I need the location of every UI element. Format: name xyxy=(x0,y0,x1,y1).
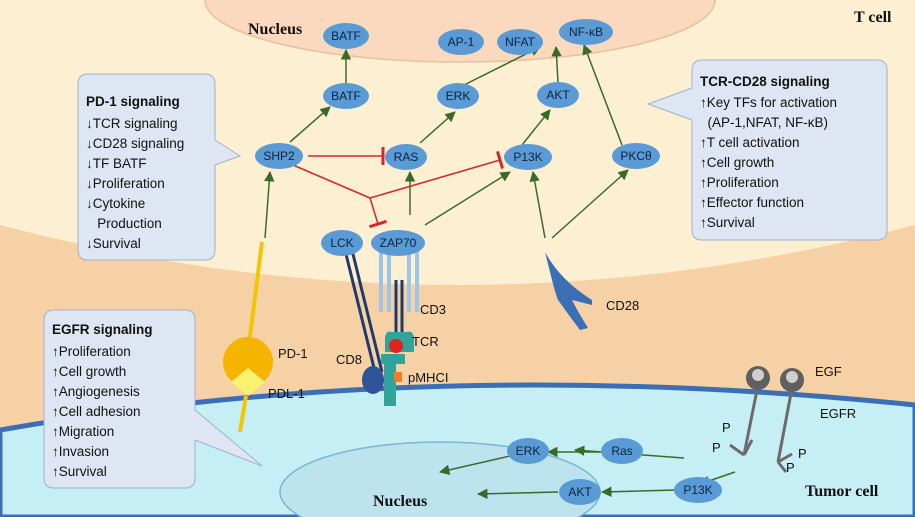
node-p13k-tcell: P13K xyxy=(504,144,552,170)
svg-text:↑Key TFs for activation: ↑Key TFs for activation xyxy=(700,95,837,110)
cd3-label: CD3 xyxy=(420,302,446,317)
svg-text:NF-κB: NF-κB xyxy=(569,25,603,39)
tcr-cd28-signaling-box: TCR-CD28 signaling ↑Key TFs for activati… xyxy=(646,59,888,241)
pdl1-label: PDL-1 xyxy=(268,386,305,401)
node-akt-tumor: AKT xyxy=(559,479,601,505)
nucleus-bottom-label: Nucleus xyxy=(373,493,427,510)
tumor-cell-label: Tumor cell xyxy=(805,483,879,500)
svg-text:RAS: RAS xyxy=(394,150,419,164)
svg-text:(AP-1,NFAT, NF-κB): (AP-1,NFAT, NF-κB) xyxy=(700,115,828,130)
svg-text:↑Effector function: ↑Effector function xyxy=(700,195,804,210)
pdl1-stalk xyxy=(238,395,248,433)
svg-text:↑Invasion: ↑Invasion xyxy=(52,444,109,459)
svg-text:ERK: ERK xyxy=(516,444,541,458)
node-batf: BATF xyxy=(323,83,369,109)
svg-text:↑Migration: ↑Migration xyxy=(52,424,114,439)
egfr-signaling-box: EGFR signaling ↑Proliferation ↑Cell grow… xyxy=(43,309,263,489)
svg-text:↓TF BATF: ↓TF BATF xyxy=(86,156,147,171)
svg-text:↑Angiogenesis: ↑Angiogenesis xyxy=(52,384,140,399)
cd28-label: CD28 xyxy=(606,298,639,313)
cd8-label: CD8 xyxy=(336,352,362,367)
node-shp2: SHP2 xyxy=(255,143,303,169)
svg-text:LCK: LCK xyxy=(330,236,353,250)
pd1-label: PD-1 xyxy=(278,346,308,361)
tcr-box-title: TCR-CD28 signaling xyxy=(700,74,830,89)
pd1-stalk xyxy=(246,241,264,353)
svg-text:↑Survival: ↑Survival xyxy=(52,464,107,479)
pdl1-ligand xyxy=(231,368,265,396)
phospho-label-4: P xyxy=(786,460,795,475)
node-nfkb: NF-κB xyxy=(559,19,613,45)
node-batf-nucleus: BATF xyxy=(323,23,369,49)
svg-text:AKT: AKT xyxy=(546,88,570,102)
node-nfat: NFAT xyxy=(497,29,543,55)
svg-text:↓TCR signaling: ↓TCR signaling xyxy=(86,116,178,131)
svg-text:NFAT: NFAT xyxy=(505,35,535,49)
svg-text:P13K: P13K xyxy=(513,150,542,164)
svg-text:ERK: ERK xyxy=(446,89,471,103)
svg-text:ZAP70: ZAP70 xyxy=(380,236,417,250)
pmhci-label: pMHCI xyxy=(408,370,448,385)
svg-text:↑Cell growth: ↑Cell growth xyxy=(700,155,774,170)
inhibition-lines xyxy=(292,147,504,229)
node-ap1: AP-1 xyxy=(438,29,484,55)
svg-text:↑Cell adhesion: ↑Cell adhesion xyxy=(52,404,141,419)
svg-text:BATF: BATF xyxy=(331,89,361,103)
svg-text:↑Survival: ↑Survival xyxy=(700,215,755,230)
node-zap70: ZAP70 xyxy=(371,230,425,256)
svg-text:AP-1: AP-1 xyxy=(448,35,475,49)
svg-text:↑Proliferation: ↑Proliferation xyxy=(52,344,131,359)
svg-text:Ras: Ras xyxy=(611,444,632,458)
egf-label: EGF xyxy=(815,364,842,379)
svg-text:↓CD28 signaling: ↓CD28 signaling xyxy=(86,136,184,151)
node-pkc: PKCθ xyxy=(612,143,660,169)
svg-text:Production: Production xyxy=(86,216,162,231)
tcr-complex xyxy=(343,240,419,406)
pd1-box-title: PD-1 signaling xyxy=(86,94,180,109)
svg-text:SHP2: SHP2 xyxy=(263,149,295,163)
node-lck: LCK xyxy=(321,230,363,256)
svg-text:↑T cell activation: ↑T cell activation xyxy=(700,135,800,150)
svg-text:AKT: AKT xyxy=(568,485,592,499)
node-erk-tumor: ERK xyxy=(507,438,549,464)
pd1-signaling-box: PD-1 signaling ↓TCR signaling ↓CD28 sign… xyxy=(77,73,242,261)
pd1-receptor xyxy=(223,337,273,387)
svg-text:BATF: BATF xyxy=(331,29,361,43)
phospho-label-2: P xyxy=(712,440,721,455)
node-erk-tcell: ERK xyxy=(437,83,479,109)
phospho-label-3: P xyxy=(798,446,807,461)
egfr-box-title: EGFR signaling xyxy=(52,322,153,337)
svg-text:↑Proliferation: ↑Proliferation xyxy=(700,175,779,190)
egfr-receptors xyxy=(729,366,804,473)
svg-text:PKCθ: PKCθ xyxy=(620,149,652,163)
nucleus-top-label: Nucleus xyxy=(248,21,302,38)
phospho-label-1: P xyxy=(722,420,731,435)
tcr-label: TCR xyxy=(412,334,439,349)
node-ras-tumor: Ras xyxy=(601,438,643,464)
svg-text:↓Proliferation: ↓Proliferation xyxy=(86,176,165,191)
cd28-receptor xyxy=(545,252,592,330)
t-cell-label: T cell xyxy=(854,9,892,26)
svg-text:↓Survival: ↓Survival xyxy=(86,236,141,251)
egfr-label: EGFR xyxy=(820,406,856,421)
svg-text:↓Cytokine: ↓Cytokine xyxy=(86,196,145,211)
node-ras-tcell: RAS xyxy=(385,144,427,170)
node-p13k-tumor: P13K xyxy=(674,477,722,503)
node-akt-tcell: AKT xyxy=(537,82,579,108)
svg-text:P13K: P13K xyxy=(683,483,712,497)
svg-text:↑Cell growth: ↑Cell growth xyxy=(52,364,126,379)
